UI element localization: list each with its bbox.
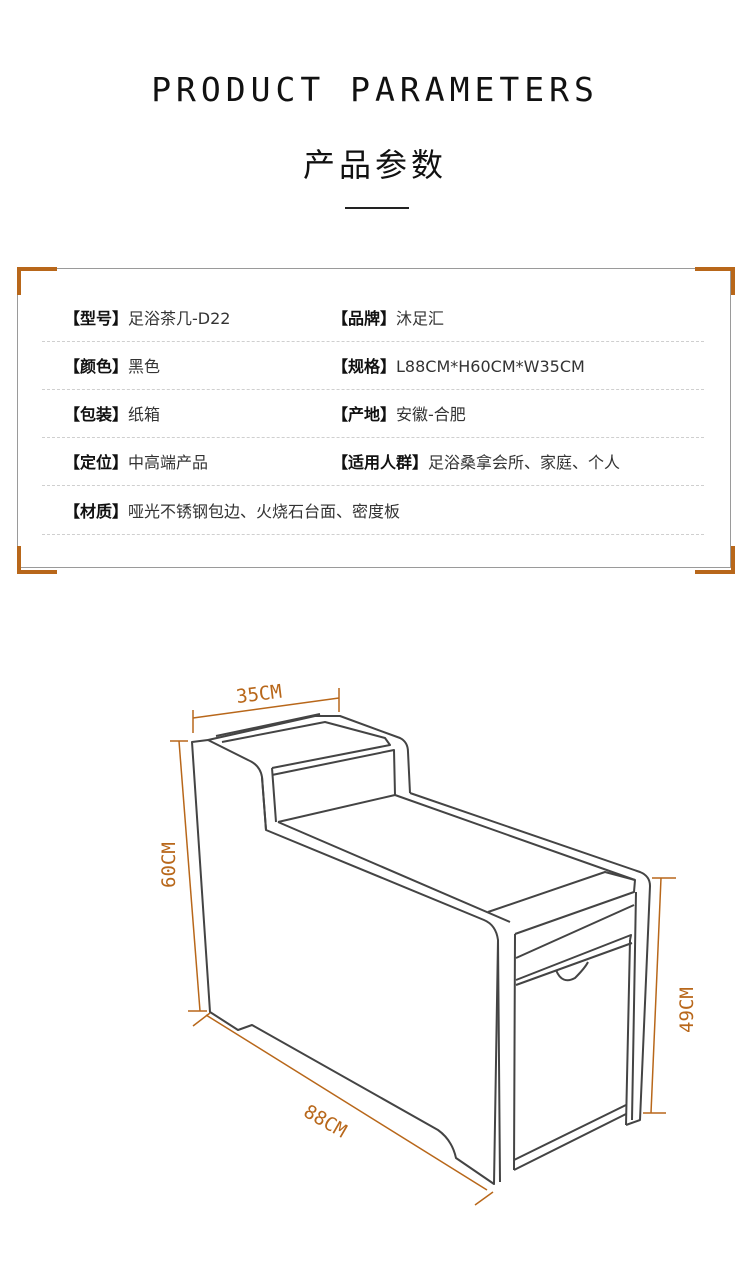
corner-bracket xyxy=(17,546,57,574)
title-chinese: 产品参数 xyxy=(302,146,447,184)
params-frame xyxy=(17,268,731,568)
title-english: PRODUCT PARAMETERS xyxy=(151,70,599,109)
param-origin: 【产地】安徽-合肥 xyxy=(332,405,466,424)
dimension-height: 60CM xyxy=(158,842,180,888)
param-row: 【包装】纸箱 【产地】安徽-合肥 xyxy=(42,390,704,438)
title-divider xyxy=(345,207,409,209)
dimension-seat-height: 49CM xyxy=(676,987,698,1033)
param-row: 【型号】足浴茶几-D22 【品牌】沐足汇 xyxy=(42,294,704,342)
param-size: 【规格】L88CM*H60CM*W35CM xyxy=(332,357,585,376)
corner-bracket xyxy=(695,267,735,295)
param-row: 【材质】哑光不锈钢包边、火烧石台面、密度板 xyxy=(42,487,704,535)
param-model: 【型号】足浴茶几-D22 xyxy=(64,309,231,328)
param-positioning: 【定位】中高端产品 xyxy=(64,453,209,472)
furniture-outline xyxy=(191,713,651,1185)
dimension-width: 35CM xyxy=(235,681,283,708)
corner-bracket xyxy=(695,546,735,574)
param-row: 【定位】中高端产品 【适用人群】足浴桑拿会所、家庭、个人 xyxy=(42,438,704,486)
param-audience: 【适用人群】足浴桑拿会所、家庭、个人 xyxy=(332,453,621,472)
product-line-drawing: 35CM 60CM 88CM 49CM xyxy=(158,681,698,1206)
param-row: 【颜色】黑色 【规格】L88CM*H60CM*W35CM xyxy=(42,342,704,390)
param-color: 【颜色】黑色 xyxy=(64,357,161,376)
param-packaging: 【包装】纸箱 xyxy=(64,405,161,424)
param-material: 【材质】哑光不锈钢包边、火烧石台面、密度板 xyxy=(64,502,401,521)
param-brand: 【品牌】沐足汇 xyxy=(332,309,445,328)
corner-bracket xyxy=(17,267,57,295)
dimension-lines xyxy=(170,688,676,1206)
dimension-length: 88CM xyxy=(300,1100,351,1142)
